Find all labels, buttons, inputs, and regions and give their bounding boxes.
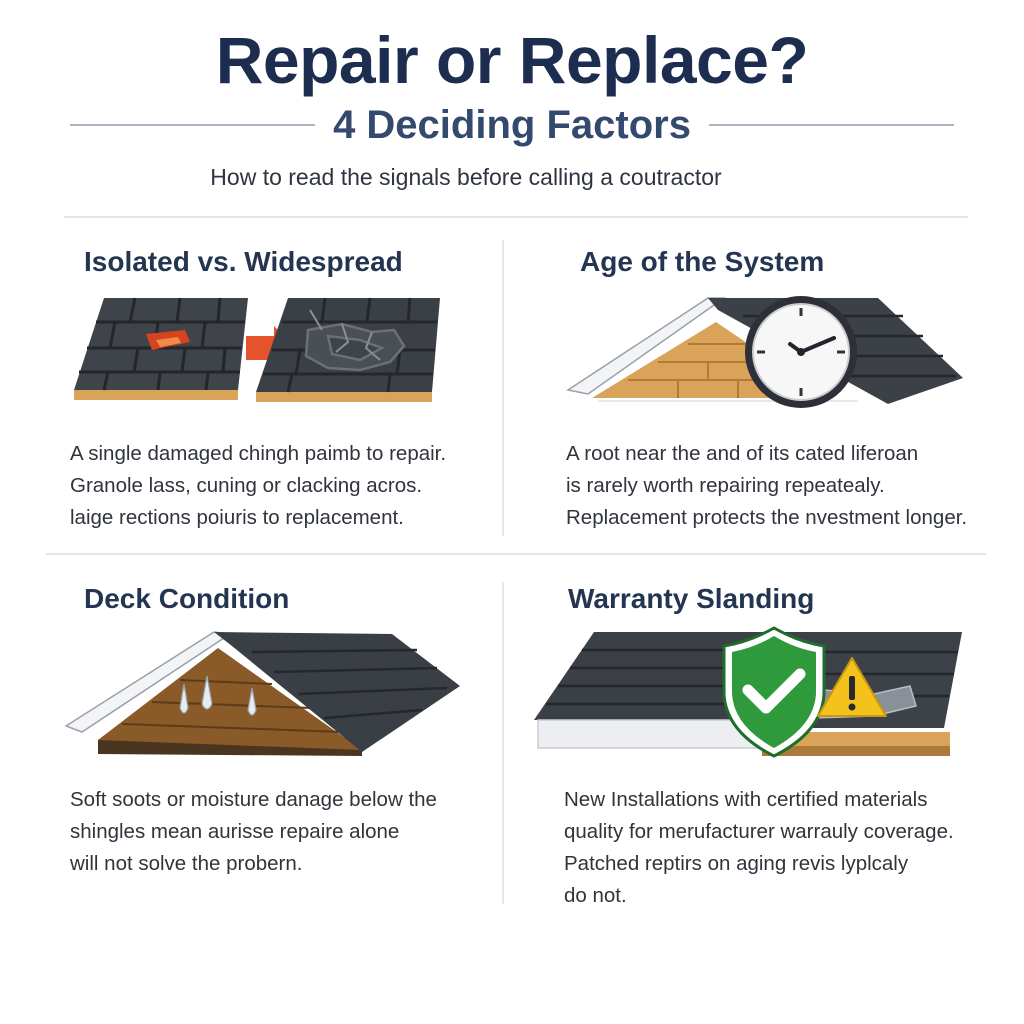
card-line: laige rections poiuris to replacement.: [70, 506, 404, 529]
card-text-deck: Soft soots or moisture danage below the …: [70, 784, 437, 880]
clock-icon: [745, 296, 857, 408]
page-subtitle: 4 Deciding Factors: [333, 102, 691, 147]
card-line: A single damaged chingh paimb to repair.: [70, 442, 447, 465]
warranty-illustration: [534, 626, 962, 758]
card-line: is rarely worth repairing repeatealy.: [566, 474, 885, 497]
card-line: Replacement protects the nvestment longe…: [566, 506, 968, 529]
shield-check-icon: [722, 626, 826, 758]
card-text-isolated: A single damaged chingh paimb to repair.…: [70, 438, 446, 534]
card-line: Soft soots or moisture danage below the: [70, 788, 437, 811]
column-divider-bottom: [502, 582, 504, 904]
card-line: Granole lass, cuning or clacking acros.: [70, 474, 423, 497]
subtitle-row: 4 Deciding Factors: [70, 100, 954, 150]
card-text-age: A root near the and of its cated liferoa…: [566, 438, 967, 534]
card-line: do not.: [564, 884, 627, 907]
damaged-shingle-icon: [74, 297, 248, 400]
card-line: New Installations with certified materia…: [564, 788, 928, 811]
card-text-warranty: New Installations with certified materia…: [564, 784, 954, 912]
card-title-warranty: Warranty Slanding: [568, 583, 815, 614]
subtitle-rule-left: [70, 124, 316, 126]
subtitle-rule-right: [708, 124, 954, 126]
cracked-roof-icon: [256, 297, 440, 402]
warning-icon: [817, 657, 887, 717]
card-line: A root near the and of its cated liferoa…: [566, 442, 919, 465]
card-line: will not solve the probern.: [70, 852, 303, 875]
card-line: Patched reptirs on aging revis lyplcaly: [564, 852, 909, 875]
card-title-age: Age of the System: [580, 246, 825, 277]
column-divider-top: [502, 240, 504, 536]
roof-deck-icon: [64, 631, 460, 756]
page-title: Repair or Replace?: [215, 23, 809, 97]
card-line: quality for merufacturer warrauly covera…: [564, 820, 954, 843]
age-of-system-illustration: [566, 296, 963, 408]
row-divider: [46, 553, 986, 555]
isolated-vs-widespread-illustration: [74, 297, 440, 402]
header-divider: [64, 216, 968, 218]
card-line: shingles mean aurisse repaire alone: [70, 820, 400, 843]
water-drip-icon: [179, 675, 257, 716]
card-title-deck: Deck Condition: [84, 583, 290, 614]
deck-condition-illustration: [64, 631, 460, 756]
card-title-isolated: Isolated vs. Widespread: [84, 246, 403, 277]
page-tagline: How to read the signals before calling a…: [210, 164, 722, 190]
